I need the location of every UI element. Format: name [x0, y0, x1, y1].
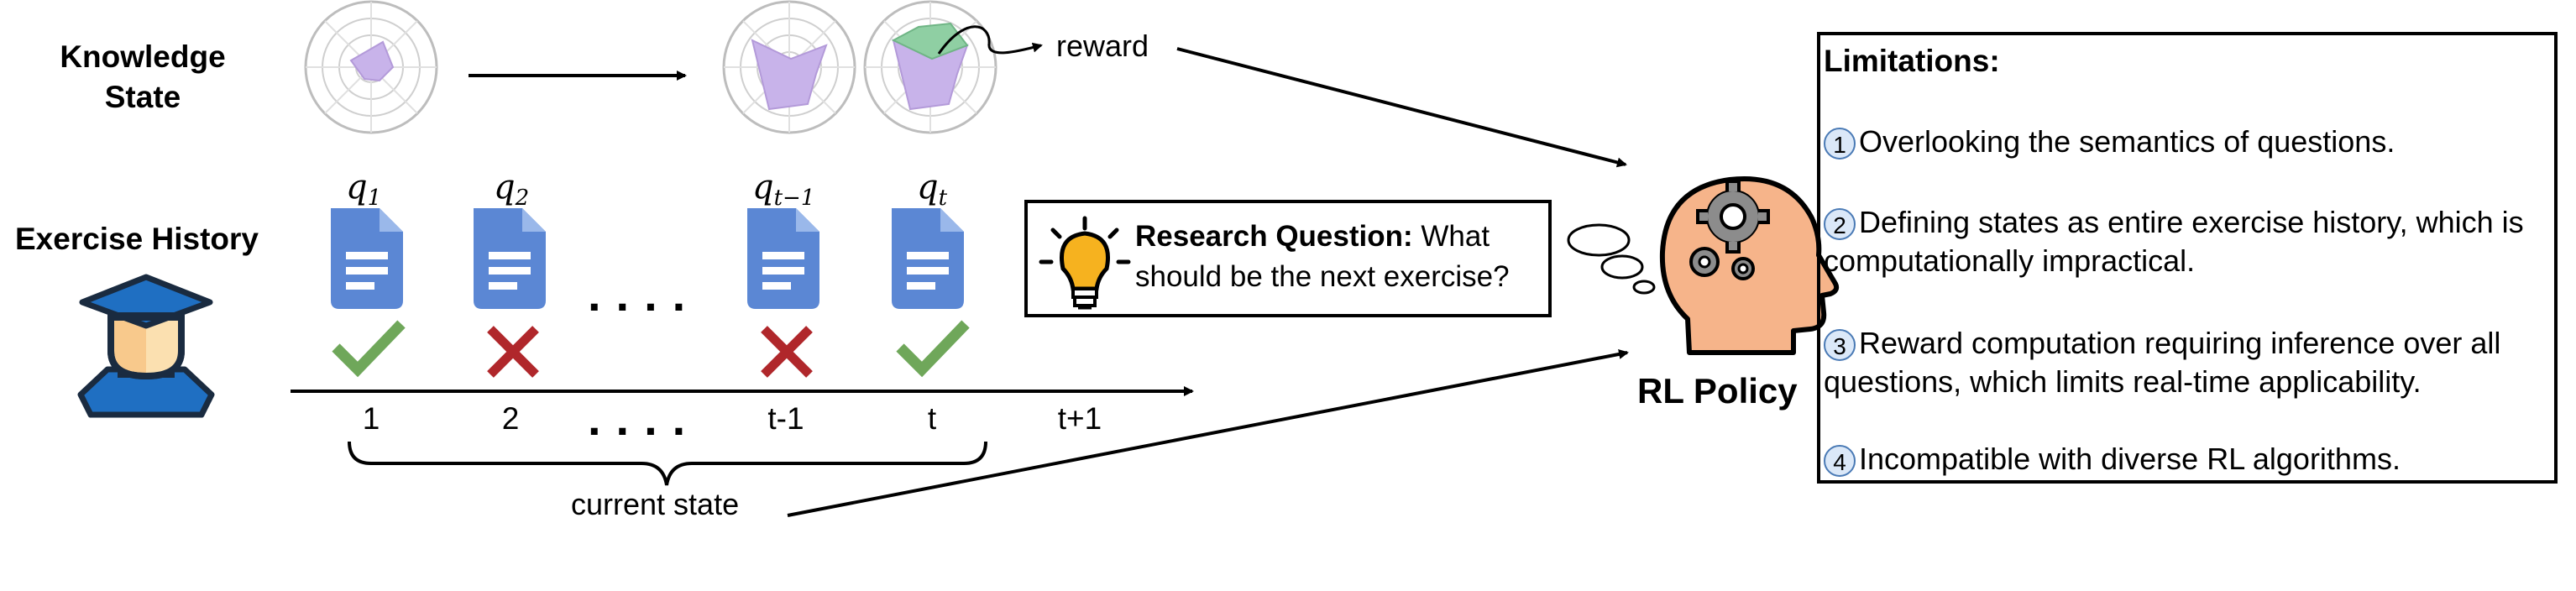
ellipsis-docs: .... [588, 268, 701, 321]
document-icon [474, 208, 546, 309]
reward-region [891, 22, 969, 60]
check-icon [336, 324, 401, 369]
question-label-t-minus-1: qt−1 [752, 168, 815, 211]
reward-label: reward [1056, 29, 1149, 63]
tick-label: t-1 [767, 401, 804, 436]
number-badge: 4 [1824, 445, 1856, 478]
cross-icon [764, 329, 809, 374]
current-state-label: current state [571, 487, 740, 521]
ellipsis-ticks: .... [588, 392, 701, 445]
exercise-history-label: Exercise History [15, 222, 259, 256]
head-gears-icon [1659, 176, 1840, 355]
number-badge: 2 [1824, 208, 1856, 241]
limitations-title: Limitations: [1824, 44, 2000, 78]
student-icon [77, 274, 215, 418]
current-state-brace [348, 441, 987, 486]
number-badge: 1 [1824, 128, 1856, 160]
reward-to-policy-arrow [1176, 47, 1627, 168]
research-question-box: Research Question: What should be the ne… [1024, 200, 1552, 317]
question-label-t: qt [917, 168, 948, 211]
radar-chart-icon [304, 0, 438, 134]
research-question-text: Research Question: What should be the ne… [1135, 220, 1510, 293]
document-icon [331, 208, 403, 309]
lightbulb-icon [1039, 216, 1131, 310]
rl-policy-label: RL Policy [1637, 371, 1798, 411]
document-icon [892, 208, 964, 309]
thought-bubble-icon [1567, 223, 1656, 295]
cross-icon [490, 329, 536, 374]
state-to-policy-arrow [787, 349, 1629, 517]
question-label-1: q1 [346, 168, 382, 211]
tick-label: 2 [501, 401, 520, 436]
tick-label: t [927, 401, 937, 436]
question-label-2: q2 [494, 168, 530, 211]
number-badge: 3 [1824, 329, 1856, 362]
tick-label: 1 [362, 401, 380, 436]
reward-arrow [937, 25, 1043, 55]
document-icon [747, 208, 819, 309]
tick-label: t+1 [1057, 401, 1102, 436]
radar-chart-icon [863, 0, 997, 134]
check-icon [900, 324, 966, 369]
knowledge-state-label: Knowledge State [60, 39, 226, 114]
radar-chart-icon [722, 0, 856, 134]
